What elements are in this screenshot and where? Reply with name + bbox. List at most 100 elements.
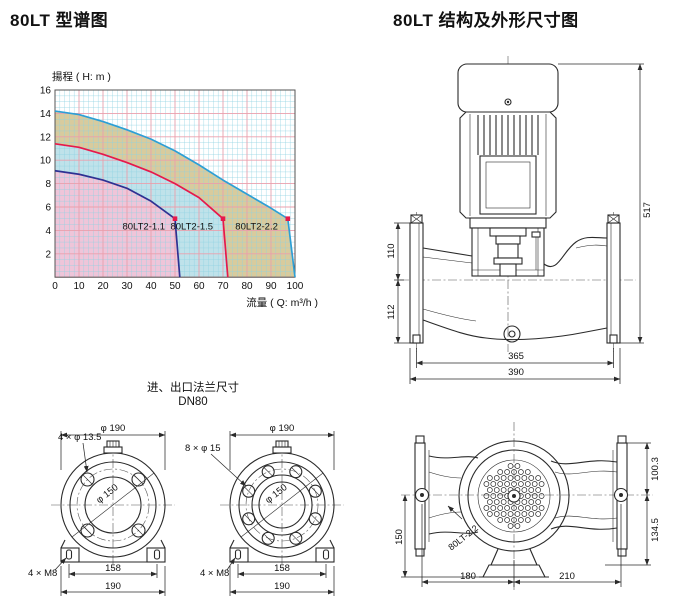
- drain-plug-center: [508, 330, 516, 338]
- flange-1-od-label: φ 190: [101, 423, 126, 434]
- x-tick-label: 90: [265, 281, 277, 292]
- dim-517: 517: [558, 63, 653, 344]
- dim-150-label: 150: [395, 529, 405, 545]
- x-tick-label: 40: [145, 281, 157, 292]
- x-tick-label: 20: [97, 281, 109, 292]
- dim-100-3-label: 100.3: [650, 457, 661, 481]
- suction-flange: [409, 222, 424, 344]
- flange-1-dim-top: φ 190: [60, 423, 166, 470]
- type-spectrum-chart: 80LT2-1.1 80LT2-1.5 80LT2-2.2 2 4 6 8 10 12 14 16 0…: [28, 68, 320, 320]
- dim-110-112: 110 112: [386, 222, 410, 344]
- flange-2-bolt-leader: 8 × φ 15: [185, 443, 247, 487]
- flange-1-190-label: 190: [105, 581, 121, 592]
- dim-180-label: 180: [460, 571, 476, 582]
- flange-drawings: φ 190 4 × φ 13.5 φ 150 4 × M8 158 190: [25, 410, 395, 612]
- flange-1-bolt-holes: [80, 472, 146, 538]
- flange-1-bottom-dims: 158 190: [60, 563, 166, 596]
- y-tick-label: 6: [45, 203, 51, 214]
- pump-side-view-svg: 517 110 112 365 390: [386, 56, 653, 384]
- page-title-structure-dimensions: 80LT 结构及外形尺寸图: [393, 11, 579, 30]
- dim-365-label: 365: [508, 351, 524, 362]
- dim-517-label: 517: [642, 202, 653, 218]
- dim-365-390: 365 390: [409, 348, 621, 384]
- flange-2-dim-top: φ 190: [229, 423, 335, 470]
- drain-plug: [503, 325, 521, 343]
- motor-fins: [477, 115, 539, 155]
- flange-top-bolts: [410, 214, 620, 224]
- flange-1-top-fitting: [103, 440, 123, 454]
- performance-chart: 80LT2-1.1 80LT2-1.5 80LT2-2.2 2 4 6 8 10 12 14 16 0…: [40, 70, 318, 309]
- fan-cover-outer: [458, 440, 570, 552]
- curve-label: 80LT2-2.2: [235, 221, 278, 232]
- topview-discharge-flange: [612, 435, 629, 557]
- dim-150: 150: [395, 494, 479, 578]
- flange-2-158-label: 158: [274, 563, 290, 574]
- dim-390-label: 390: [508, 367, 524, 378]
- pump-top-view-drawing: 80LT-2.2 180 210 150 100.3 134.5: [395, 420, 677, 612]
- flange-1-158-label: 158: [105, 563, 121, 574]
- y-axis-label: 揚程 ( H: m ): [52, 70, 111, 83]
- x-tick-label: 30: [121, 281, 133, 292]
- flange-2-bottom-dims: 158 190: [229, 563, 335, 596]
- x-tick-label: 60: [193, 281, 205, 292]
- x-tick-label: 0: [52, 281, 58, 292]
- topview-casing: [428, 455, 618, 535]
- dim-134-5-label: 134.5: [650, 518, 661, 542]
- flange-1: φ 190 4 × φ 13.5 φ 150 4 × M8 158 190: [28, 423, 175, 596]
- volute-casing: [422, 236, 608, 341]
- flange-1-bolt-leader: 4 × φ 13.5: [58, 432, 101, 473]
- dim-180-210: 180 210: [421, 504, 622, 587]
- flange-drawings-svg: φ 190 4 × φ 13.5 φ 150 4 × M8 158 190: [28, 423, 344, 596]
- page-title-type-spectrum: 80LT 型谱图: [10, 11, 109, 30]
- topview-suction-flange: [414, 435, 430, 557]
- flange-foot-right: [609, 334, 618, 344]
- pump-side-view-drawing: 517 110 112 365 390: [386, 52, 677, 400]
- flange-foot-left: [412, 334, 421, 344]
- flange-2-od-label: φ 190: [270, 423, 295, 434]
- y-tick-label: 10: [40, 156, 52, 167]
- flange-2-190-label: 190: [274, 581, 290, 592]
- curve-label: 80LT2-1.5: [170, 221, 213, 232]
- motor-flange-plate: [469, 217, 547, 229]
- y-tick-label: 8: [45, 179, 51, 190]
- flange-header-line1: 进、出口法兰尺寸: [147, 382, 239, 394]
- bracket-bolt: [531, 231, 541, 238]
- dim-100-134: 100.3 134.5: [605, 442, 661, 566]
- flange-1-feet-leader: 4 × M8: [28, 557, 67, 579]
- flange-section-header: 进、出口法兰尺寸 DN80: [138, 381, 248, 409]
- curve-label: 80LT2-1.1: [122, 221, 165, 232]
- flange-1-feet: [60, 539, 166, 563]
- flange-2-feet-leader: 4 × M8: [200, 557, 236, 579]
- discharge-flange: [606, 222, 621, 344]
- flange-2-bolt-holes: [242, 465, 322, 545]
- terminal-box: [479, 155, 537, 215]
- fan-cover-inner: [477, 459, 551, 533]
- flange-2-feet: [229, 539, 335, 563]
- x-tick-label: 10: [73, 281, 85, 292]
- shaft-coupling: [489, 227, 527, 277]
- y-tick-label: 16: [40, 86, 52, 97]
- x-tick-label: 80: [241, 281, 253, 292]
- terminal-box-cover: [485, 161, 531, 209]
- flange-header-line2: DN80: [178, 396, 208, 408]
- y-tick-label: 4: [45, 226, 51, 237]
- fan-cover-bolt-center: [506, 100, 510, 104]
- model-label: 80LT-2.2: [446, 523, 480, 552]
- flange-2-bolt-callout: 8 × φ 15: [185, 443, 220, 454]
- x-tick-label: 50: [169, 281, 181, 292]
- fan-cover-bolt: [504, 98, 512, 106]
- flange-1-feet-callout: 4 × M8: [28, 568, 57, 579]
- y-tick-label: 2: [45, 249, 51, 260]
- x-axis-label: 流量 ( Q: m³/h ): [246, 296, 318, 309]
- flange-2-feet-callout: 4 × M8: [200, 568, 229, 579]
- fan-cover-mid: [467, 449, 561, 543]
- y-tick-label: 14: [40, 109, 52, 120]
- x-tick-label: 100: [287, 281, 304, 292]
- y-tick-label: 12: [40, 132, 52, 143]
- flange-2: φ 190 8 × φ 15 φ 150 4 × M8 158 190: [185, 423, 344, 596]
- dim-210-label: 210: [559, 571, 575, 582]
- x-tick-label: 70: [217, 281, 229, 292]
- dim-110-label: 110: [386, 243, 397, 258]
- dim-112-label: 112: [386, 304, 397, 319]
- flange-2-top-fitting: [272, 440, 292, 454]
